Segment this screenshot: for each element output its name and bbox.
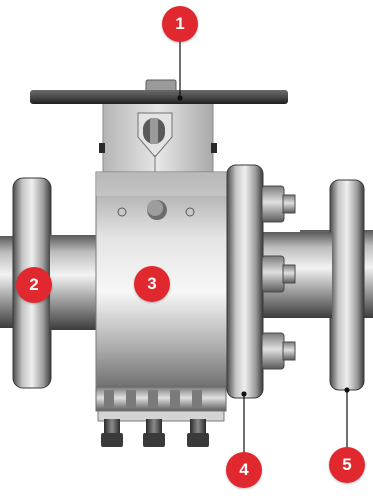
top-plate (30, 80, 288, 104)
callout-1-label: 1 (175, 14, 184, 34)
callout-5-label: 5 (342, 455, 351, 475)
leader-dot-4 (242, 392, 246, 396)
callout-3-label: 3 (147, 274, 156, 294)
callout-5: 5 (329, 447, 365, 483)
callout-2-label: 2 (29, 275, 38, 295)
callout-3: 3 (134, 266, 170, 302)
callout-1: 1 (162, 6, 198, 42)
callout-2: 2 (16, 267, 52, 303)
leader-dot-5 (345, 388, 349, 392)
leader-dot-1 (178, 96, 182, 100)
right-flange (330, 180, 364, 390)
callout-4: 4 (226, 452, 262, 488)
bolted-flange (227, 165, 295, 398)
bottom-base (96, 387, 226, 447)
flange-bolts (262, 186, 295, 369)
left-neck (50, 235, 100, 330)
callout-4-label: 4 (239, 460, 248, 480)
